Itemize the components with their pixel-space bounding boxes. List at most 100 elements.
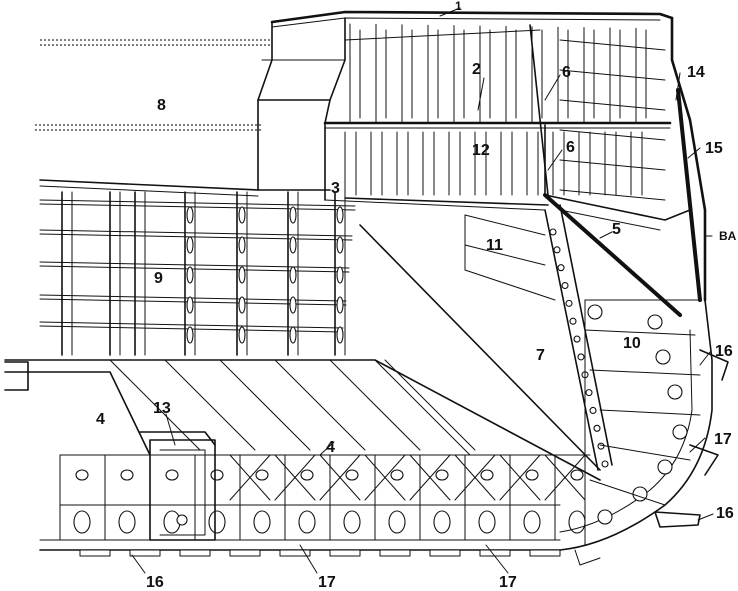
- callout-2: 2: [472, 61, 481, 78]
- bottom-bracket: [454, 454, 496, 501]
- floor-strake: [164, 359, 256, 451]
- web-hole: [597, 442, 605, 450]
- floor-manhole: [388, 510, 406, 534]
- web-hole: [565, 299, 573, 307]
- floor-hole: [480, 469, 494, 481]
- floor-strake: [109, 359, 201, 451]
- floor-strake: [384, 359, 476, 451]
- lightening-hole: [186, 296, 194, 314]
- floor-hole: [300, 469, 314, 481]
- bottom-bracket: [274, 454, 316, 501]
- floor-hole: [570, 469, 584, 481]
- web-hole: [549, 228, 557, 236]
- callout-labels: 1 2 3 4 4 5 6 6 7 8 9 10 11 12 13 14 15 …: [96, 0, 737, 591]
- bilge-manhole: [655, 349, 671, 365]
- keel-stiffener: [79, 549, 111, 557]
- keel-stiffener: [279, 549, 311, 557]
- floor-hole: [435, 469, 449, 481]
- keel-stiffener: [529, 549, 561, 557]
- floor-hole: [210, 469, 224, 481]
- topside-tank: [529, 24, 691, 317]
- callout-17-bottom-right: 17: [499, 574, 517, 591]
- wing-longitudinal: [559, 39, 666, 51]
- hold-longitudinal-flange: [39, 203, 356, 211]
- callout-1: 1: [455, 0, 462, 13]
- lightening-hole: [336, 236, 344, 254]
- wing-longitudinal: [559, 99, 666, 111]
- second-deck: [35, 121, 672, 131]
- deck-girder: [344, 29, 541, 41]
- bilge-stringer: [589, 369, 701, 376]
- bilge-stringer: [584, 329, 696, 336]
- lightening-hole: [289, 206, 297, 224]
- callout-5: 5: [612, 221, 621, 238]
- tween-deck-edge: [344, 197, 549, 206]
- callout-4-left: 4: [96, 411, 105, 428]
- web-hole: [573, 335, 581, 343]
- lightening-hole: [186, 326, 194, 344]
- floor-hole: [390, 469, 404, 481]
- hold-side-frames: [61, 191, 476, 451]
- web-hole: [561, 281, 569, 290]
- lightening-hole: [238, 296, 246, 314]
- floor-manhole: [433, 510, 451, 534]
- duct-keel-box: [4, 361, 216, 541]
- callout-9: 9: [154, 270, 163, 287]
- bilge-manhole: [647, 314, 663, 330]
- callout-17-bottom-center: 17: [318, 574, 336, 591]
- upper-deck-plating: [40, 10, 674, 191]
- callout-13: 13: [153, 400, 171, 417]
- web-hole: [593, 424, 601, 432]
- floor-manhole: [523, 510, 541, 534]
- floor-manhole: [343, 510, 361, 534]
- floor-manhole: [478, 510, 496, 534]
- tween-deck-edge-lower: [324, 199, 546, 211]
- bilge-brackets: [574, 349, 729, 566]
- bilge-stringer: [589, 479, 666, 506]
- web-hole: [589, 406, 597, 415]
- lightening-hole: [336, 206, 344, 224]
- lightening-hole: [289, 296, 297, 314]
- keel-stiffener: [379, 549, 411, 557]
- floor-hole: [345, 469, 359, 481]
- floor-hole: [75, 469, 89, 481]
- floor-manhole: [208, 510, 226, 534]
- bilge-manhole: [587, 304, 603, 320]
- callout-6-upper: 6: [562, 64, 571, 81]
- callout-16-lower-right: 16: [716, 505, 734, 522]
- bottom-bracket: [319, 454, 361, 501]
- keel-stiffener: [429, 549, 461, 557]
- lightening-hole: [238, 326, 246, 344]
- floor-strake: [329, 359, 421, 451]
- bottom-stiffeners: [79, 549, 561, 557]
- bilge-manhole: [597, 509, 613, 525]
- web-hole: [557, 264, 565, 272]
- web-hole: [585, 389, 593, 397]
- wing-longitudinal: [559, 69, 666, 81]
- bottom-bracket: [409, 454, 451, 501]
- callout-15: 15: [705, 140, 723, 157]
- tween-deck-frames: [324, 23, 666, 211]
- web-hole: [577, 353, 585, 361]
- floor-hole: [120, 469, 134, 481]
- keel-stiffener: [329, 549, 361, 557]
- hold-longitudinal: [39, 199, 356, 207]
- keel-stiffener: [179, 549, 211, 557]
- bilge-stringer: [599, 444, 691, 461]
- floor-manhole: [298, 510, 316, 534]
- double-bottom-floors: [59, 454, 586, 541]
- leader-lines: [131, 7, 714, 574]
- web-hole: [553, 246, 561, 254]
- floor-strake: [274, 359, 366, 451]
- bilge-manhole: [672, 424, 688, 440]
- bilge-floors: [584, 299, 701, 546]
- hopper-web-frame: [359, 204, 613, 471]
- floor-hole: [525, 469, 539, 481]
- lightening-hole: [186, 206, 194, 224]
- keel-stiffener: [479, 549, 511, 557]
- lightening-hole: [186, 266, 194, 284]
- web-hole: [569, 317, 577, 325]
- floor-manhole: [253, 510, 271, 534]
